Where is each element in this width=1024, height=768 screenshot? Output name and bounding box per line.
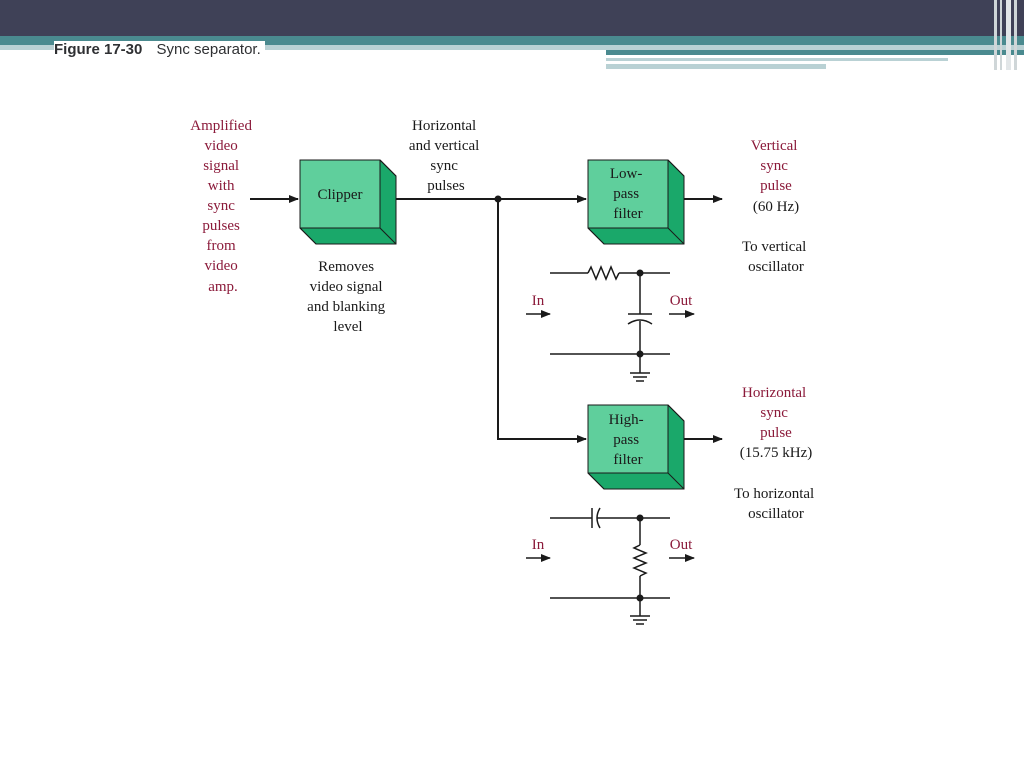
clipper-label: Clipper bbox=[318, 187, 363, 203]
header-vstripe bbox=[1000, 0, 1002, 70]
resistor-symbol bbox=[587, 265, 620, 281]
highpass-label: High- pass filter bbox=[609, 412, 648, 468]
horizontal-freq-label: (15.75 kHz) bbox=[740, 445, 812, 461]
figure-number: Figure 17-30 bbox=[54, 41, 143, 58]
vertical-sync-label: Vertical sync pulse bbox=[751, 138, 801, 194]
input-signal-label: Amplified video signal with sync pulses … bbox=[190, 118, 255, 295]
header-vstripe bbox=[994, 0, 997, 70]
header-accent-bar bbox=[0, 36, 1024, 45]
lowpass-filter-block: Low- pass filter bbox=[587, 159, 685, 245]
hp-node-bottom bbox=[636, 594, 644, 602]
highpass-filter-block: High- pass filter bbox=[587, 404, 685, 490]
hp-in-label: In bbox=[532, 537, 545, 553]
header-light-bar bbox=[0, 45, 1024, 50]
header-right-stripe bbox=[606, 50, 1024, 55]
header-right-stripe-thin bbox=[606, 58, 948, 61]
hp-node-top bbox=[636, 514, 644, 522]
clipper-block: Clipper bbox=[299, 159, 397, 245]
lowpass-label: Low- pass filter bbox=[610, 166, 646, 222]
vertical-destination-label: To vertical oscillator bbox=[742, 239, 810, 275]
vertical-freq-label: (60 Hz) bbox=[753, 199, 799, 215]
header-bar bbox=[0, 0, 1024, 36]
resistor-symbol bbox=[632, 544, 648, 577]
lowpass-rc-circuit bbox=[550, 265, 670, 382]
horizontal-sync-label: Horizontal sync pulse bbox=[742, 385, 810, 441]
figure-caption: Figure 17-30 Sync separator. bbox=[54, 41, 265, 58]
lp-node-top bbox=[636, 269, 644, 277]
hp-out-label: Out bbox=[670, 537, 693, 553]
figure-title: Sync separator. bbox=[156, 41, 261, 58]
highpass-rc-circuit bbox=[550, 507, 670, 625]
header-vstripe bbox=[1014, 0, 1017, 70]
header-vstripe bbox=[1006, 0, 1011, 70]
horizontal-destination-label: To horizontal oscillator bbox=[734, 486, 818, 522]
lp-node-bottom bbox=[636, 350, 644, 358]
branch-to-highpass-wire bbox=[497, 199, 587, 443]
clipper-description: Removes video signal and blanking level bbox=[307, 259, 389, 335]
lp-out-label: Out bbox=[670, 293, 693, 309]
header-right-stripe-light bbox=[606, 64, 826, 69]
sync-bus-label: Horizontal and vertical sync pulses bbox=[409, 118, 483, 194]
lp-in-label: In bbox=[532, 293, 545, 309]
